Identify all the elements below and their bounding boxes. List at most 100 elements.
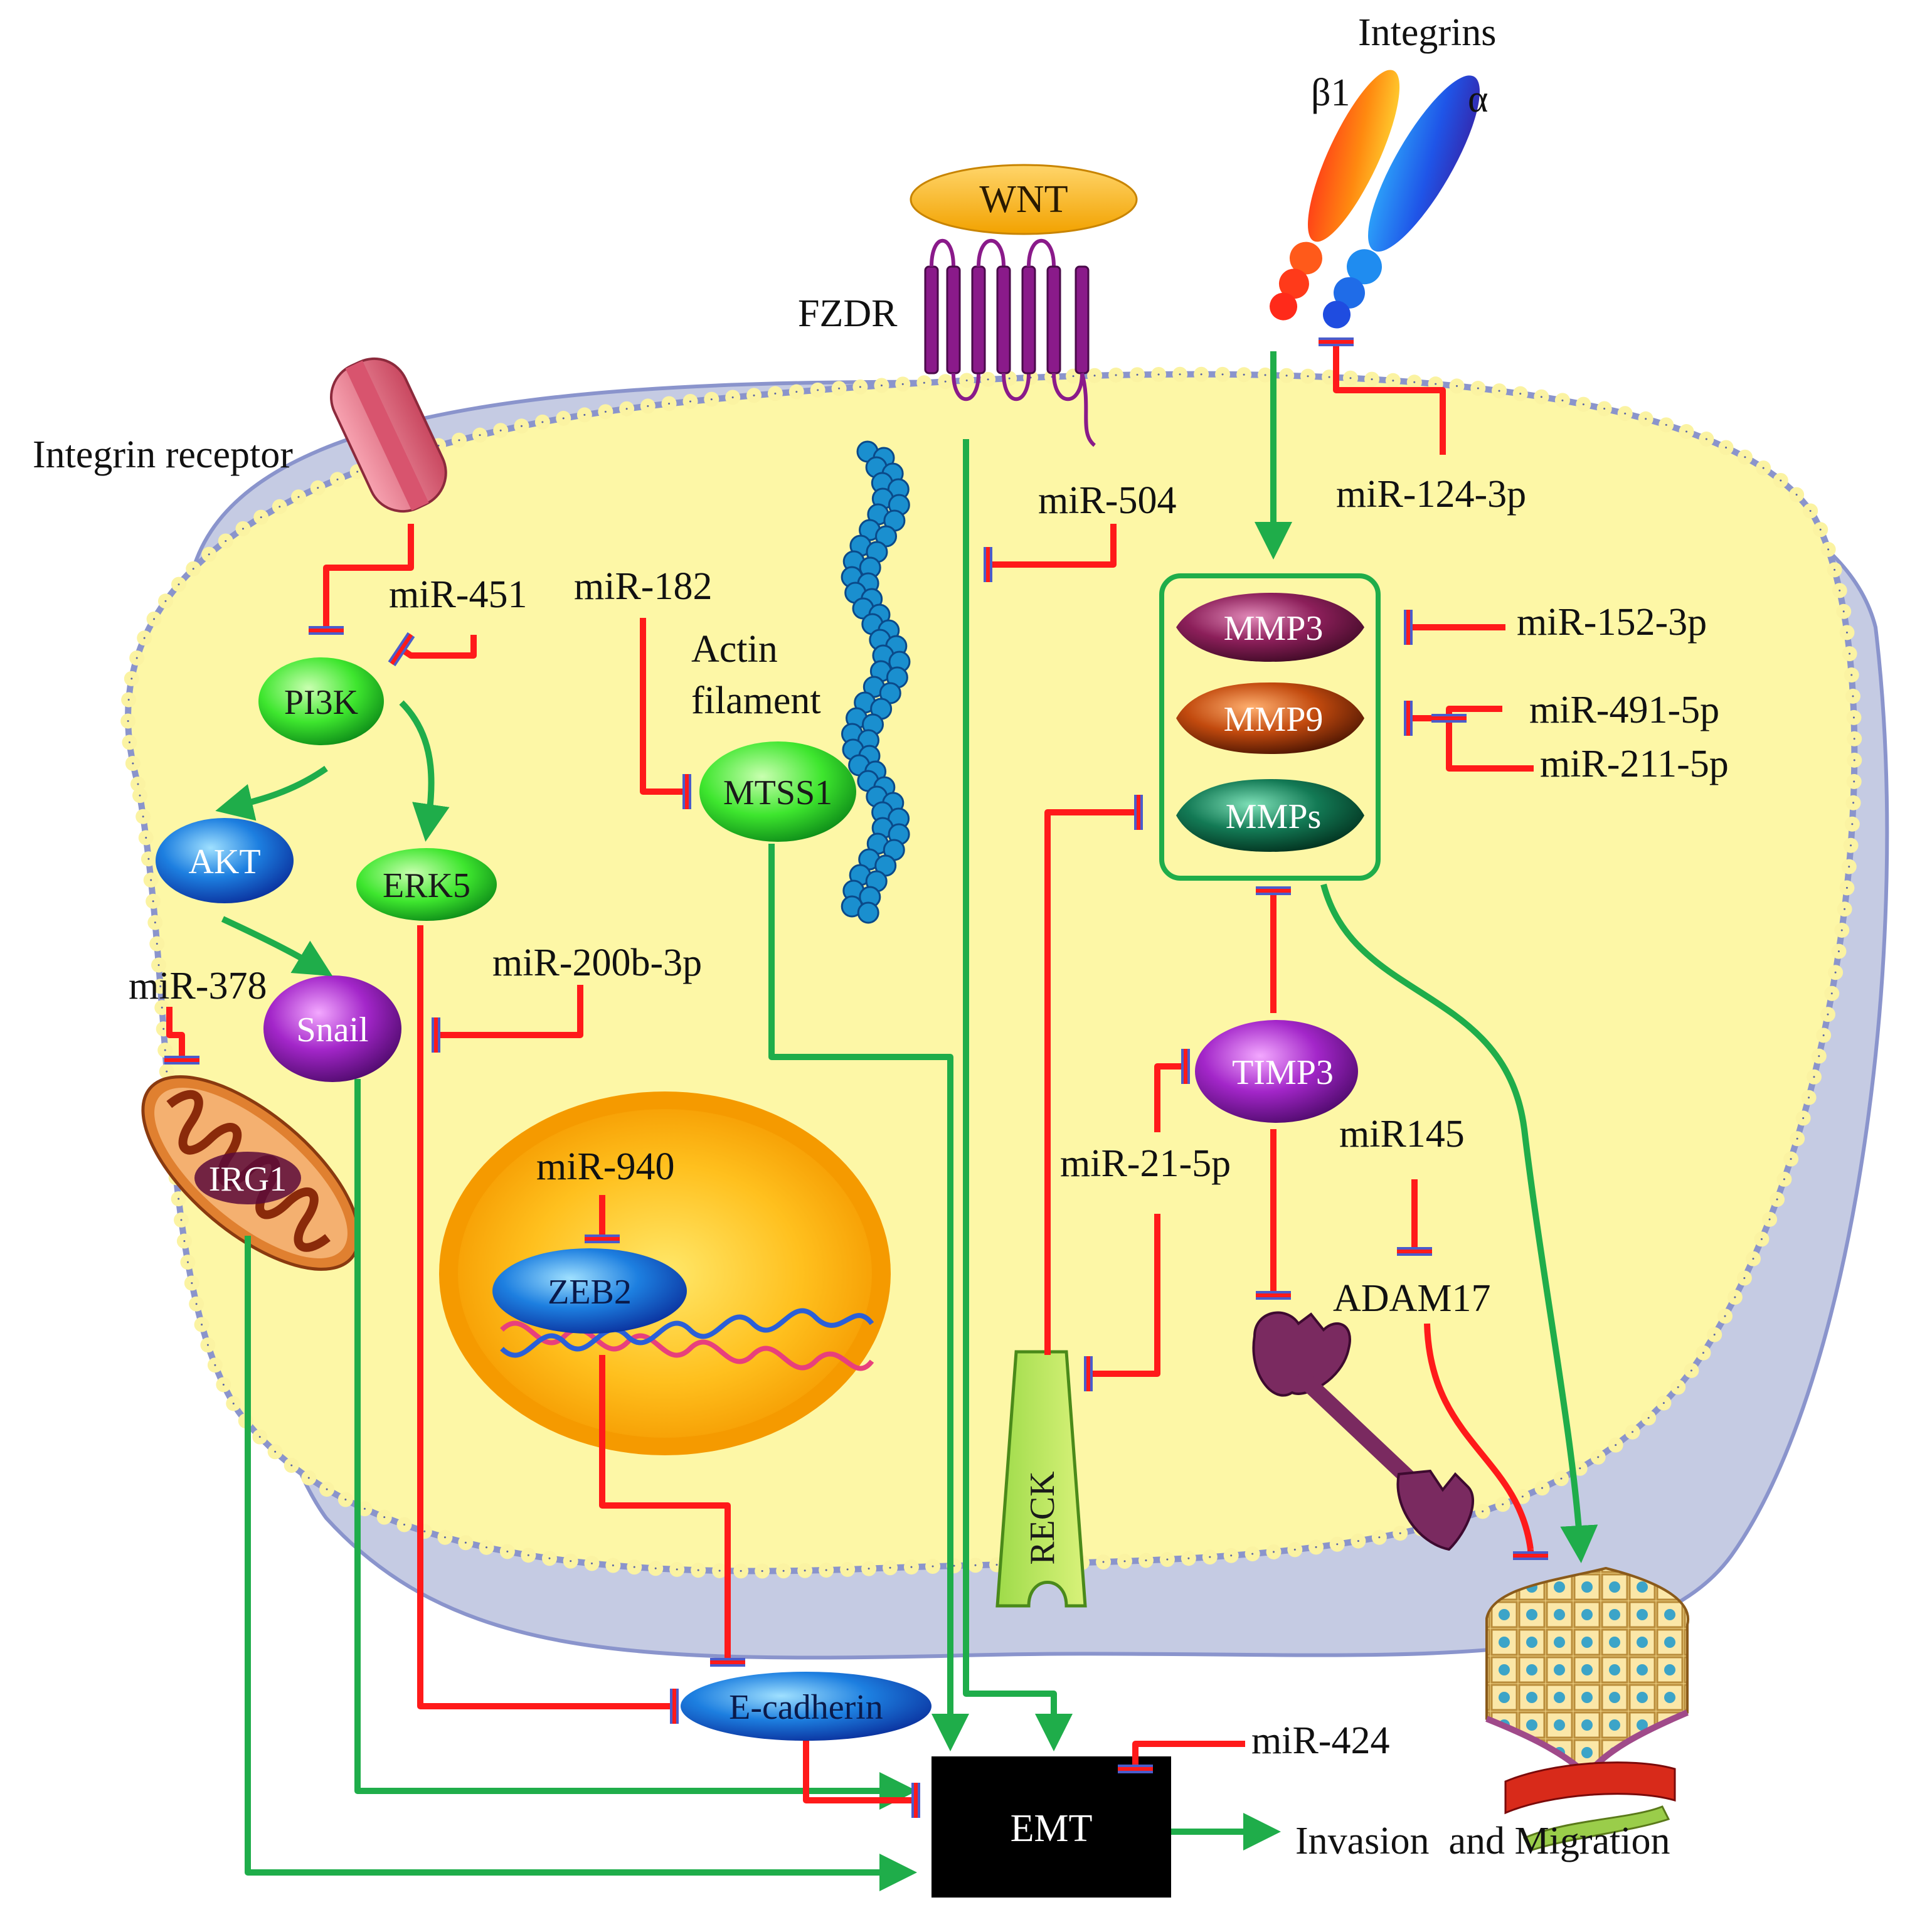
mir124-inhibits-integrins [1333, 342, 1446, 455]
mir378-label: miR-378 [129, 965, 267, 1007]
mtss1-node: MTSS1 [699, 741, 856, 842]
fzdr-loop [1002, 373, 1031, 401]
ecadherin-node: E-cadherin [681, 1672, 932, 1741]
erk5-node: ERK5 [356, 848, 497, 921]
zeb2-label: ZEB2 [548, 1273, 632, 1312]
alpha-label: α [1468, 78, 1488, 120]
actin-filament-label-1: Actin [691, 628, 778, 671]
irg1-to-emt-arrow [245, 1236, 917, 1891]
mir200b-label: miR-200b-3p [492, 942, 702, 984]
wnt-label: WNT [979, 178, 1068, 221]
reck-inhibits-mmps [1044, 809, 1138, 1355]
akt-to-snail-arrow [221, 916, 333, 977]
mir378-inhibits-irg1 [166, 1007, 185, 1060]
pi3k-node: PI3K [258, 657, 384, 745]
mmp-box [1159, 573, 1381, 881]
fzdr-receptor-icon [924, 238, 1096, 447]
mir211-label: miR-211-5p [1540, 743, 1729, 785]
adam17-inhibits-invasion [1424, 1323, 1534, 1550]
fzdr-loop [952, 373, 980, 401]
fzdr-helix [946, 265, 961, 374]
fzdr-loop [1052, 373, 1084, 401]
fzdr-helix [924, 265, 939, 374]
mir940-label: miR-940 [536, 1145, 674, 1188]
mir21-inhibits-reck [1088, 1214, 1160, 1377]
mtss1-to-emt-arrow [768, 844, 969, 1751]
actin-bead [857, 901, 879, 924]
fzdr-helix [1075, 265, 1090, 374]
emt-label: EMT [1011, 1807, 1093, 1850]
adam17-structure-icon [1252, 1311, 1474, 1551]
fzdr-loop [1027, 238, 1056, 267]
mir182-label: miR-182 [574, 565, 712, 608]
mir424-label: miR-424 [1251, 1719, 1389, 1762]
fzdr-loop [930, 238, 955, 267]
irg1-label: IRG1 [209, 1160, 287, 1199]
beta1-label: β1 [1311, 72, 1351, 114]
fzdr-loop [977, 238, 1006, 267]
emt-box [932, 1756, 1171, 1898]
mir145-label: miR145 [1339, 1113, 1465, 1155]
timp3-node: TIMP3 [1195, 1020, 1358, 1123]
mmp3-label: MMP3 [1224, 609, 1324, 648]
erk5-inhibits-ecadherin [417, 925, 674, 1709]
pathway-edges [164, 337, 1598, 1891]
zeb2-node: ZEB2 [492, 1248, 687, 1334]
mtss1-label: MTSS1 [723, 773, 832, 812]
akt-label: AKT [188, 842, 260, 881]
dna-helix [500, 1308, 874, 1371]
actin-filament [841, 440, 911, 924]
adam17-label: ADAM17 [1333, 1277, 1490, 1320]
fzdr-helix [1021, 265, 1036, 374]
mmp-to-invasion-arrow [1320, 883, 1598, 1563]
mir504-inhibits-fzdr [988, 524, 1117, 568]
mir124-label: miR-124-3p [1336, 473, 1526, 516]
reck-label: RECK [1023, 1471, 1062, 1564]
actin-filament-label-2: filament [691, 679, 821, 722]
tumor-invasion-icon [1485, 1566, 1690, 1852]
fzdr-tail [1080, 373, 1096, 447]
receptor-inhibits-pi3k [323, 524, 414, 630]
zeb2-inhibits-ecadherin [599, 1355, 731, 1662]
mir152-label: miR-152-3p [1517, 601, 1707, 644]
mir21-inhibits-timp3 [1154, 1063, 1186, 1132]
snail-node: Snail [263, 975, 401, 1082]
reck-protein: RECK [995, 1350, 1087, 1608]
irg1-node: IRG1 [194, 1152, 301, 1204]
mir451-inhibits-pi3k-cap-core [390, 634, 413, 665]
integrins-label: Integrins [1358, 11, 1496, 54]
pi3k-to-erk5-arrow [399, 700, 450, 842]
integrin-beta1-icon [1270, 70, 1400, 321]
mmp9-node: MMP9 [1176, 682, 1364, 754]
fzdr-helix [971, 265, 986, 374]
integrin-receptor-icon [329, 357, 447, 513]
mmp9-label: MMP9 [1224, 700, 1324, 739]
ecadherin-inhibits-emt [803, 1741, 916, 1803]
fzdr-helix [996, 265, 1011, 374]
mir491-inhibits-mmp9 [1408, 706, 1502, 721]
mmp3-node: MMP3 [1176, 593, 1364, 662]
timp3-label: TIMP3 [1232, 1053, 1334, 1092]
integrin-alpha-icon [1323, 75, 1480, 329]
akt-node: AKT [156, 818, 294, 903]
mir200b-inhibits-snail [436, 985, 583, 1038]
mir424-inhibits-emt [1132, 1741, 1245, 1769]
mmps-label: MMPs [1226, 797, 1322, 836]
cell-membrane-outline [127, 373, 1855, 1573]
mir451-inhibits-pi3k [400, 635, 477, 659]
fzdr-to-emt-arrow [963, 439, 1073, 1751]
snail-label: Snail [296, 1011, 368, 1049]
snail-to-emt-arrow [354, 1079, 917, 1810]
mir21-label: miR-21-5p [1060, 1142, 1231, 1185]
fzdr-label: FZDR [798, 292, 898, 335]
ecadherin-label: E-cadherin [729, 1688, 883, 1727]
mir182-inhibits-mtss1 [640, 618, 687, 795]
mir451-label: miR-451 [389, 573, 527, 616]
integrin-receptor-label: Integrin receptor [33, 433, 293, 476]
mmps-node: MMPs [1176, 779, 1364, 852]
mir491-label: miR-491-5p [1529, 689, 1719, 731]
invasion-label: Invasion and Migration [1295, 1820, 1670, 1862]
mir504-label: miR-504 [1038, 479, 1176, 522]
erk5-label: ERK5 [383, 866, 470, 905]
fzdr-helix [1046, 265, 1061, 374]
